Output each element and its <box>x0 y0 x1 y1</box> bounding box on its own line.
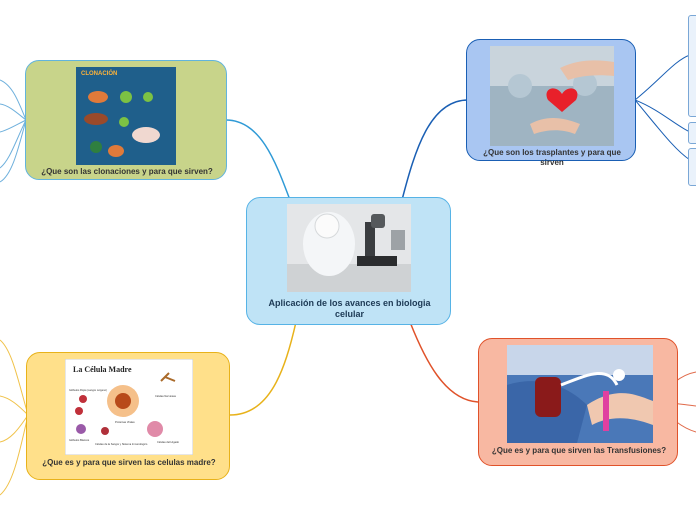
diagram-label-nerve: Células Nerviosas <box>155 394 177 398</box>
subtopic-box-3[interactable] <box>688 148 696 186</box>
diagram-label-proteins: Proteínas Virales <box>115 420 135 424</box>
topic-transfusions-label: ¿Que es y para que sirven las Transfusio… <box>489 446 669 456</box>
link-stemcells <box>230 322 296 415</box>
topic-transplants-label: ¿Que son los trasplantes y para que sirv… <box>473 148 631 168</box>
infographic-title: CLONACIÓN <box>81 69 117 77</box>
stem-cell-diagram-image: La Célula Madre Glóbulos Rojos (sangre o… <box>65 359 193 455</box>
heart-transplant-image <box>490 46 614 146</box>
subtopic-box-2[interactable] <box>688 122 696 144</box>
diagram-label-blood-immune: Células de la Sangre y Sistema Inmunológ… <box>95 442 148 446</box>
diagram-title: La Célula Madre <box>73 365 132 374</box>
topic-cloning[interactable]: CLONACIÓN ¿Que son las clonaciones y par… <box>25 60 227 180</box>
diagram-label-liver: Células del Hígado <box>157 440 179 444</box>
topic-cloning-label: ¿Que son las clonaciones y para que sirv… <box>32 167 222 177</box>
lab-microscope-image <box>287 204 411 292</box>
central-topic-label: Aplicación de los avances en biologia ce… <box>267 298 432 320</box>
blood-transfusion-image <box>507 345 653 443</box>
topic-transfusions[interactable]: ¿Que es y para que sirven las Transfusio… <box>478 338 678 466</box>
cloning-infographic-image: CLONACIÓN <box>76 67 176 165</box>
topic-stemcells-label: ¿Que es y para que sirven las celulas ma… <box>37 458 221 468</box>
link-cloning <box>226 120 290 200</box>
link-transplants <box>402 100 468 200</box>
link-transfusions <box>410 322 478 402</box>
diagram-label-white-cells: Glóbulos Blancos <box>69 438 90 442</box>
central-topic[interactable]: Aplicación de los avances en biologia ce… <box>246 197 451 325</box>
subtopic-box-1[interactable] <box>688 15 696 117</box>
topic-stemcells[interactable]: La Célula Madre Glóbulos Rojos (sangre o… <box>26 352 230 480</box>
topic-transplants[interactable]: ¿Que son los trasplantes y para que sirv… <box>466 39 636 161</box>
diagram-label-red-cells: Glóbulos Rojos (sangre oxígeno) <box>69 388 107 392</box>
